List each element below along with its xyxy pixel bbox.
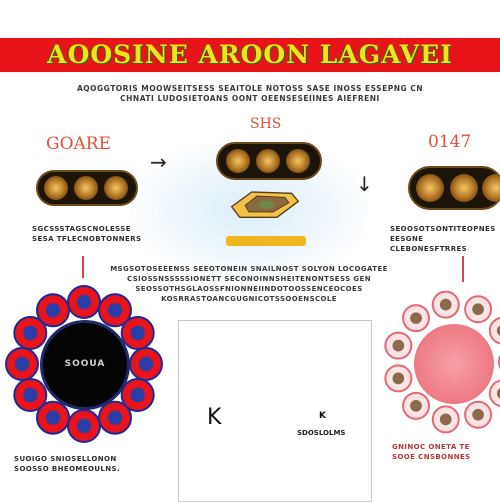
ring-petal-center <box>130 387 145 403</box>
left-ring-label: SOOUA <box>64 359 106 369</box>
card-mark: K <box>319 411 326 421</box>
left-flower-ring <box>5 285 163 443</box>
right-caption-line-1: SEOOSOTSONTITEOPNES <box>390 225 496 233</box>
center-card: K K SDOSLOLMS <box>178 320 372 502</box>
left-caption: SGCSSSTAGSCNOLESSE SESA TFLECNOBTONNERS <box>32 224 141 244</box>
banner-title: AOOSINE AROON LAGAVEI <box>47 40 453 69</box>
center-tray-base <box>226 236 306 246</box>
ring-petal-center <box>76 418 92 434</box>
left-pod-3 <box>104 176 128 200</box>
left-bottom-line-2: SOOSSO BHEOMEOULNS. <box>14 465 121 473</box>
ring-petal-center <box>472 303 484 316</box>
center-para-line-4: KOSRRASTOANCGUGNICOTSSOOENSCOLE <box>161 295 337 303</box>
ring-petal-center <box>439 413 452 426</box>
ring-petal <box>488 316 500 345</box>
center-para-line-1: MSGSOTOSEEENSS SEEOTONEIN SNAILNOST SOLY… <box>110 265 388 273</box>
center-tray-image <box>230 191 300 218</box>
right-section-title: 0147 <box>428 132 472 152</box>
ring-petal-center <box>14 356 30 372</box>
center-pod-3 <box>286 149 310 173</box>
arrow-right-icon: → <box>150 150 167 174</box>
ring-petal <box>488 379 500 408</box>
left-caption-line-1: SGCSSSTAGSCNOLESSE <box>32 225 131 233</box>
ring-petal-center <box>107 410 123 425</box>
left-connector-line <box>82 256 84 278</box>
left-capsule-image <box>36 170 138 206</box>
center-pod-1 <box>226 149 250 173</box>
ring-petal-center <box>392 372 405 385</box>
ring-petal-center <box>496 325 500 336</box>
ring-petal-center <box>472 408 484 421</box>
center-badge: SHS <box>250 116 282 132</box>
right-pod-2 <box>450 174 478 202</box>
ring-petal-center <box>410 312 422 325</box>
center-para-line-2: CSIOSSNSSSSSIONETT SECONOINNSHEITENONTSE… <box>127 275 371 283</box>
ring-petal-center <box>392 339 405 352</box>
ring-petal-center <box>23 325 38 341</box>
ring-petal-center <box>410 399 422 412</box>
right-caption-line-2: EESGNE CLEBONESFTRRES <box>390 235 468 253</box>
right-ring-core <box>414 324 494 404</box>
left-bottom-line-1: SUOIGO SNIOSELLONON <box>14 455 117 463</box>
left-section-title: GOARE <box>46 134 112 154</box>
ring-petal-center <box>45 410 61 425</box>
center-para-line-3: SEOSSOTHSGLAOSSFNIONNEIINDOTOOSSENCEOCOE… <box>135 285 363 293</box>
ring-petal-center <box>76 294 92 310</box>
left-pod-1 <box>44 176 68 200</box>
ring-petal-center <box>45 303 61 318</box>
right-connector-line <box>462 256 464 282</box>
ring-petal-center <box>138 356 154 372</box>
right-bottom-line-2: SOOE CNSBONNES <box>392 453 471 461</box>
center-pod-2 <box>256 149 280 173</box>
left-pod-2 <box>74 176 98 200</box>
right-bottom-line-1: GNINOC ONETA TE <box>392 443 470 451</box>
subtitle-line-1: AQOGGTORIS MOOWSEITSESS SEAITOLE NOTOSS … <box>76 84 424 93</box>
card-text: SDOSLOLMS <box>297 429 346 437</box>
ring-petal-center <box>439 298 452 311</box>
right-pod-3 <box>482 174 500 202</box>
right-bottom-caption: GNINOC ONETA TE SOOE CNSBONNES <box>392 442 471 462</box>
center-paragraph: MSGSOTOSEEENSS SEEOTONEIN SNAILNOST SOLY… <box>104 264 394 304</box>
arrow-down-icon: ↓ <box>356 172 373 196</box>
card-letter: K <box>207 405 222 430</box>
ring-petal-center <box>496 388 500 399</box>
left-bottom-caption: SUOIGO SNIOSELLONON SOOSSO BHEOMEOULNS. <box>14 454 120 474</box>
right-flower-ring <box>384 290 500 434</box>
subtitle: AQOGGTORIS MOOWSEITSESS SEAITOLE NOTOSS … <box>60 84 440 104</box>
left-caption-line-2: SESA TFLECNOBTONNERS <box>32 235 142 243</box>
ring-petal-center <box>107 303 123 318</box>
right-capsule-image <box>408 166 500 210</box>
right-caption: SEOOSOTSONTITEOPNES EESGNE CLEBONESFTRRE… <box>390 224 500 254</box>
subtitle-line-2: CHNATI LUDOSIETOANS OONT OEENSESEIINES A… <box>120 94 380 103</box>
right-pod-1 <box>416 174 444 202</box>
ring-petal-center <box>23 387 38 403</box>
title-banner: AOOSINE AROON LAGAVEI <box>0 38 500 72</box>
center-capsule-image <box>216 142 322 180</box>
left-ring-core: SOOUA <box>40 320 130 410</box>
ring-petal-center <box>130 325 145 341</box>
